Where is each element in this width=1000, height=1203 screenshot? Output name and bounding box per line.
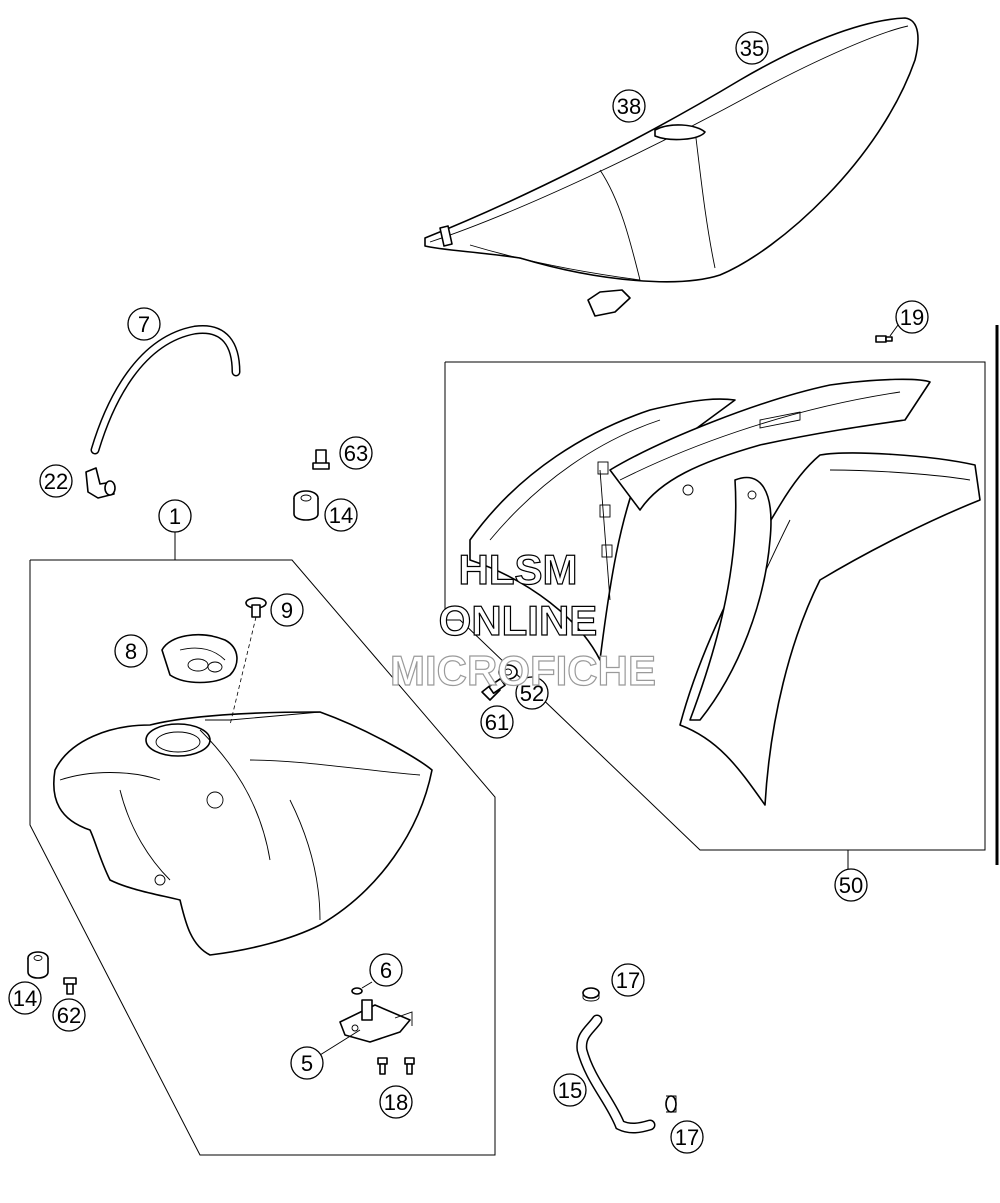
spacer-14-lower: [27, 951, 49, 979]
fuel-cap-8: [161, 634, 238, 684]
svg-text:19: 19: [900, 305, 924, 330]
screw-9: [229, 597, 267, 726]
bolt-61: [481, 677, 506, 701]
svg-text:1: 1: [169, 504, 181, 529]
callout-6: 6: [369, 953, 403, 987]
fuel-tank: [53, 711, 433, 956]
callout-5: 5: [290, 1046, 324, 1080]
watermark: HLSM ONLINE MICROFICHE: [389, 545, 656, 694]
svg-text:38: 38: [617, 94, 641, 119]
breather-hose-7: [90, 325, 241, 455]
seat: [424, 17, 919, 317]
callout-52: 52: [515, 676, 549, 710]
svg-text:22: 22: [44, 469, 68, 494]
svg-text:52: 52: [520, 681, 544, 706]
svg-text:14: 14: [329, 503, 353, 528]
bolt-63: [312, 449, 330, 470]
svg-text:50: 50: [839, 873, 863, 898]
watermark-line-1: HLSM: [459, 546, 578, 593]
svg-text:7: 7: [138, 312, 150, 337]
hose-15: [576, 1014, 656, 1134]
watermark-line-3: MICROFICHE: [390, 647, 656, 694]
svg-text:17: 17: [675, 1125, 699, 1150]
callout-38: 38: [612, 89, 646, 123]
fuel-tap-5: [319, 999, 413, 1056]
spacer-14-upper: [293, 490, 319, 521]
svg-text:18: 18: [384, 1090, 408, 1115]
svg-text:17: 17: [616, 968, 640, 993]
callout-35: 35: [735, 31, 769, 65]
svg-text:15: 15: [558, 1078, 582, 1103]
side-panel-left: [469, 378, 931, 661]
callout-18: 18: [379, 1085, 413, 1119]
screw-19: [875, 324, 899, 343]
svg-text:14: 14: [13, 986, 37, 1011]
svg-text:5: 5: [301, 1051, 313, 1076]
washer-52: [498, 664, 518, 680]
hose-clamp-17-lower: [665, 1095, 677, 1113]
hose-fitting-22: [85, 467, 116, 499]
watermark-line-2: ONLINE: [439, 597, 598, 644]
callout-50: 50: [834, 868, 868, 902]
callout-9: 9: [270, 593, 304, 627]
callout-61: 61: [480, 705, 514, 739]
svg-text:6: 6: [380, 958, 392, 983]
callout-14-upper: 14: [324, 498, 358, 532]
callout-22: 22: [39, 464, 73, 498]
callout-7: 7: [127, 307, 161, 341]
callout-14-lower: 14: [8, 981, 42, 1015]
callout-63: 63: [339, 436, 373, 470]
side-panel-right: [679, 452, 981, 806]
side-panel-group-frame: [444, 361, 986, 851]
screw-18: [377, 1057, 415, 1075]
callout-8: 8: [114, 634, 148, 668]
svg-text:35: 35: [740, 36, 764, 61]
svg-text:8: 8: [125, 639, 137, 664]
fuel-tank-group-frame: [29, 559, 496, 1156]
svg-text:62: 62: [57, 1003, 81, 1028]
hose-clamp-17-upper: [582, 987, 600, 1002]
callout-17-lower: 17: [670, 1120, 704, 1154]
o-ring-6: [351, 981, 373, 995]
svg-text:9: 9: [281, 598, 293, 623]
callout-15: 15: [553, 1073, 587, 1107]
callout-62: 62: [52, 998, 86, 1032]
bolt-62: [63, 977, 77, 995]
callout-17-upper: 17: [611, 963, 645, 997]
callout-1: 1: [158, 499, 192, 533]
svg-text:61: 61: [485, 710, 509, 735]
callout-19: 19: [895, 300, 929, 334]
svg-text:63: 63: [344, 441, 368, 466]
